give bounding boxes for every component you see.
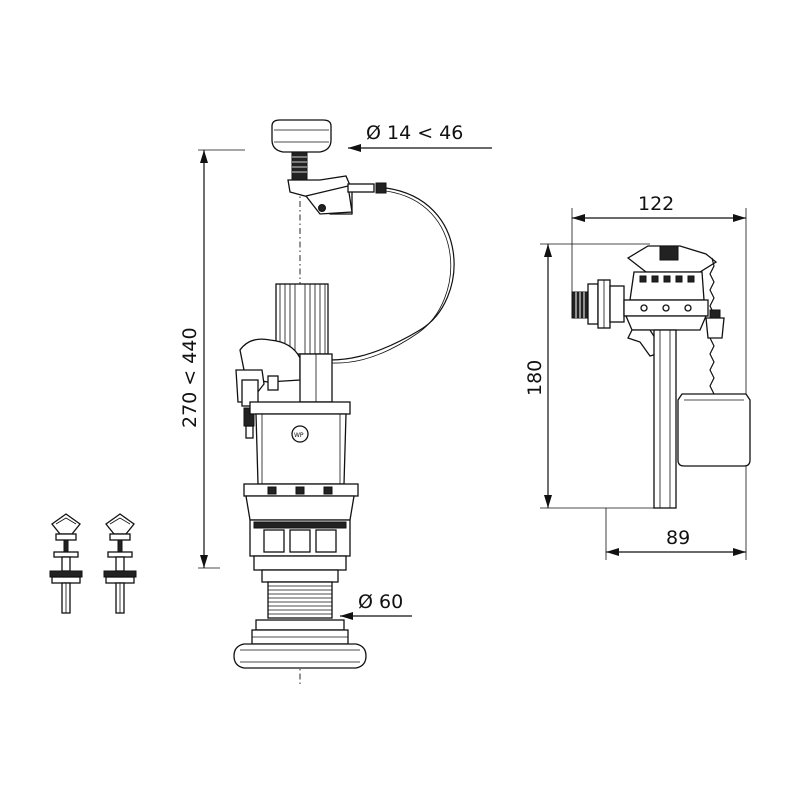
dimension-fill-valve-width bbox=[571, 208, 747, 394]
dimension-label-push-button: Ø 14 < 46 bbox=[366, 122, 463, 144]
dimension-height-flush-valve bbox=[198, 149, 245, 569]
dimension-push-button bbox=[348, 144, 492, 152]
bowden-cable bbox=[329, 187, 455, 361]
dimension-label-fill-height: 180 bbox=[524, 360, 546, 396]
float-rod bbox=[705, 257, 725, 395]
fixing-screw-right bbox=[103, 513, 137, 614]
fill-valve-body bbox=[653, 329, 677, 509]
dimension-label-outlet: Ø 60 bbox=[358, 591, 403, 613]
dimension-fill-valve-height bbox=[540, 243, 676, 509]
dimension-label-width: 122 bbox=[638, 193, 674, 215]
fill-valve-head bbox=[623, 245, 718, 331]
dimension-outlet bbox=[340, 612, 412, 620]
fill-valve-inlet bbox=[571, 279, 625, 329]
fixing-screws bbox=[49, 513, 137, 614]
dimension-label-height: 270 < 440 bbox=[179, 327, 201, 428]
threaded-outlet bbox=[233, 581, 367, 669]
push-button bbox=[271, 119, 387, 215]
fill-valve: 122 180 89 bbox=[524, 193, 751, 560]
valve-body: WP bbox=[243, 401, 359, 583]
flush-valve: WP bbox=[179, 119, 492, 685]
dimension-fill-valve-depth bbox=[605, 466, 747, 560]
fixing-screw-left bbox=[49, 513, 83, 614]
dimension-label-depth: 89 bbox=[666, 527, 690, 549]
float bbox=[677, 393, 751, 467]
svg-text:WP: WP bbox=[294, 432, 304, 439]
side-mechanism bbox=[235, 338, 333, 439]
